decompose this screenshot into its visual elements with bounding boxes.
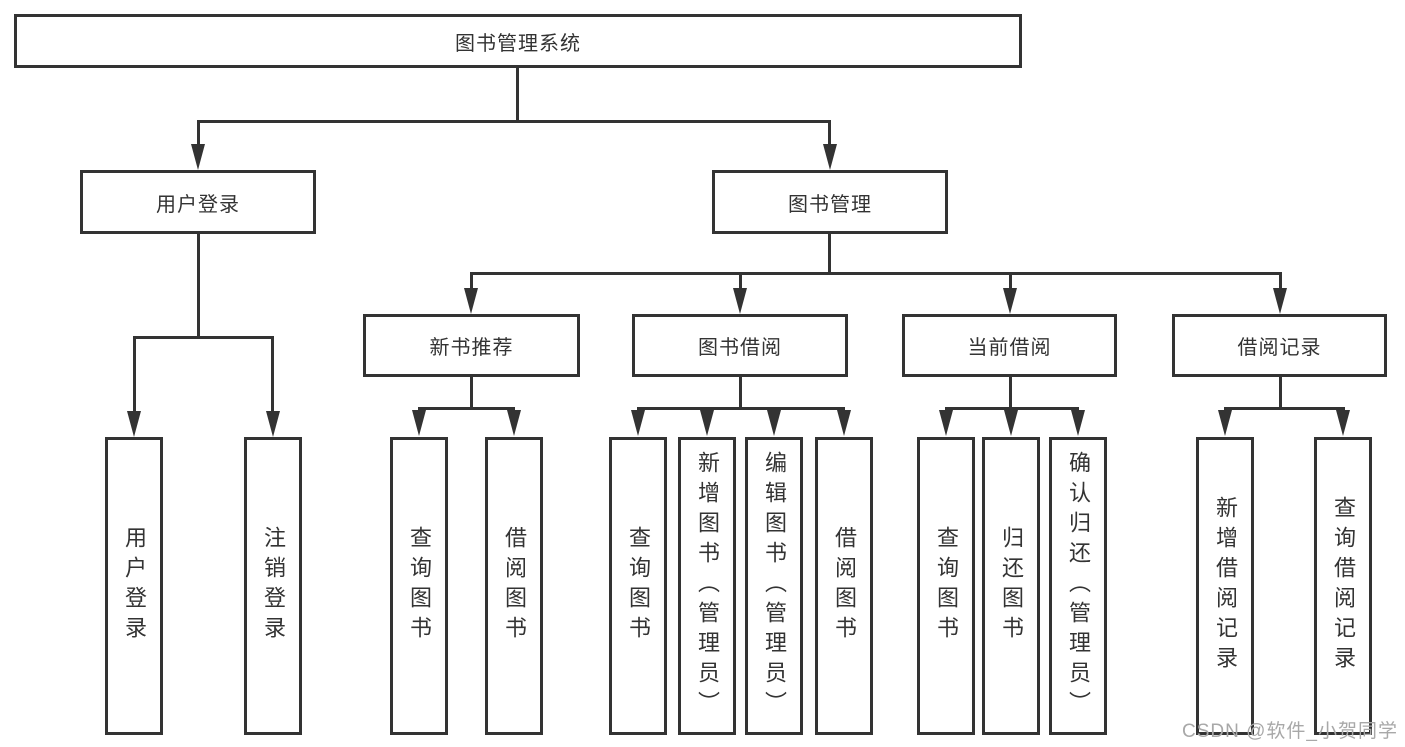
connector-line xyxy=(197,120,831,123)
arrow-down-icon xyxy=(823,144,837,170)
connector-line xyxy=(739,377,742,407)
connector-line xyxy=(271,336,274,413)
node-book-management: 图书管理 xyxy=(712,170,948,234)
node-user-login: 用户登录 xyxy=(80,170,316,234)
connector-line xyxy=(470,272,473,290)
connector-line xyxy=(1009,377,1012,407)
leaf-logout: 注销登录 xyxy=(244,437,302,735)
connector-line xyxy=(133,336,274,339)
leaf-query-books-recommend: 查询图书 xyxy=(390,437,448,735)
arrow-down-icon xyxy=(939,410,953,436)
csdn-watermark: CSDN @软件_小贺同学 xyxy=(1182,721,1398,742)
arrow-down-icon xyxy=(1004,410,1018,436)
node-book-management-label: 图书管理 xyxy=(788,193,872,216)
leaf-user-login: 用户登录 xyxy=(105,437,163,735)
connector-line xyxy=(470,377,473,407)
arrow-down-icon xyxy=(1273,288,1287,314)
leaf-query-borrow-record: 查询借阅记录 xyxy=(1314,437,1372,735)
arrow-down-icon xyxy=(191,144,205,170)
node-current-borrow: 当前借阅 xyxy=(902,314,1117,377)
leaf-add-borrow-record: 新增借阅记录 xyxy=(1196,437,1254,735)
arrow-down-icon xyxy=(1336,410,1350,436)
arrow-down-icon xyxy=(837,410,851,436)
connector-line xyxy=(197,120,200,148)
arrow-down-icon xyxy=(1071,410,1085,436)
arrow-down-icon xyxy=(412,410,426,436)
leaf-confirm-return-admin: 确认归还（管理员） xyxy=(1049,437,1107,735)
node-root-label: 图书管理系统 xyxy=(455,32,581,55)
arrow-down-icon xyxy=(767,410,781,436)
connector-line xyxy=(828,120,831,148)
arrow-down-icon xyxy=(266,411,280,437)
node-new-book-recommend: 新书推荐 xyxy=(363,314,580,377)
leaf-borrow-books: 借阅图书 xyxy=(815,437,873,735)
leaf-add-books-admin: 新增图书（管理员） xyxy=(678,437,736,735)
arrow-down-icon xyxy=(733,288,747,314)
leaf-edit-books-admin: 编辑图书（管理员） xyxy=(745,437,803,735)
arrow-down-icon xyxy=(700,410,714,436)
connector-line xyxy=(133,336,136,413)
node-book-borrow: 图书借阅 xyxy=(632,314,848,377)
arrow-down-icon xyxy=(1003,288,1017,314)
connector-line xyxy=(197,234,200,336)
leaf-query-books-borrow: 查询图书 xyxy=(609,437,667,735)
connector-line xyxy=(418,407,515,410)
connector-line xyxy=(1279,377,1282,407)
arrow-down-icon xyxy=(464,288,478,314)
node-current-borrow-label: 当前借阅 xyxy=(967,337,1052,359)
connector-line xyxy=(1224,407,1345,410)
leaf-borrow-books-recommend: 借阅图书 xyxy=(485,437,543,735)
connector-line xyxy=(828,234,831,272)
connector-line xyxy=(945,407,1079,410)
arrow-down-icon xyxy=(507,410,521,436)
arrow-down-icon xyxy=(1218,410,1232,436)
leaf-return-books: 归还图书 xyxy=(982,437,1040,735)
node-root-library-management-system: 图书管理系统 xyxy=(14,14,1022,68)
connector-line xyxy=(470,272,1281,275)
connector-line xyxy=(1009,272,1012,290)
connector-line xyxy=(516,68,519,120)
node-new-book-recommend-label: 新书推荐 xyxy=(429,337,514,359)
node-user-login-label: 用户登录 xyxy=(156,193,240,216)
arrow-down-icon xyxy=(631,410,645,436)
arrow-down-icon xyxy=(127,411,141,437)
node-borrow-records: 借阅记录 xyxy=(1172,314,1387,377)
connector-line xyxy=(637,407,845,410)
connector-line xyxy=(739,272,742,290)
node-borrow-records-label: 借阅记录 xyxy=(1237,337,1322,359)
connector-line xyxy=(1279,272,1282,290)
node-book-borrow-label: 图书借阅 xyxy=(698,337,782,359)
leaf-query-books-current: 查询图书 xyxy=(917,437,975,735)
